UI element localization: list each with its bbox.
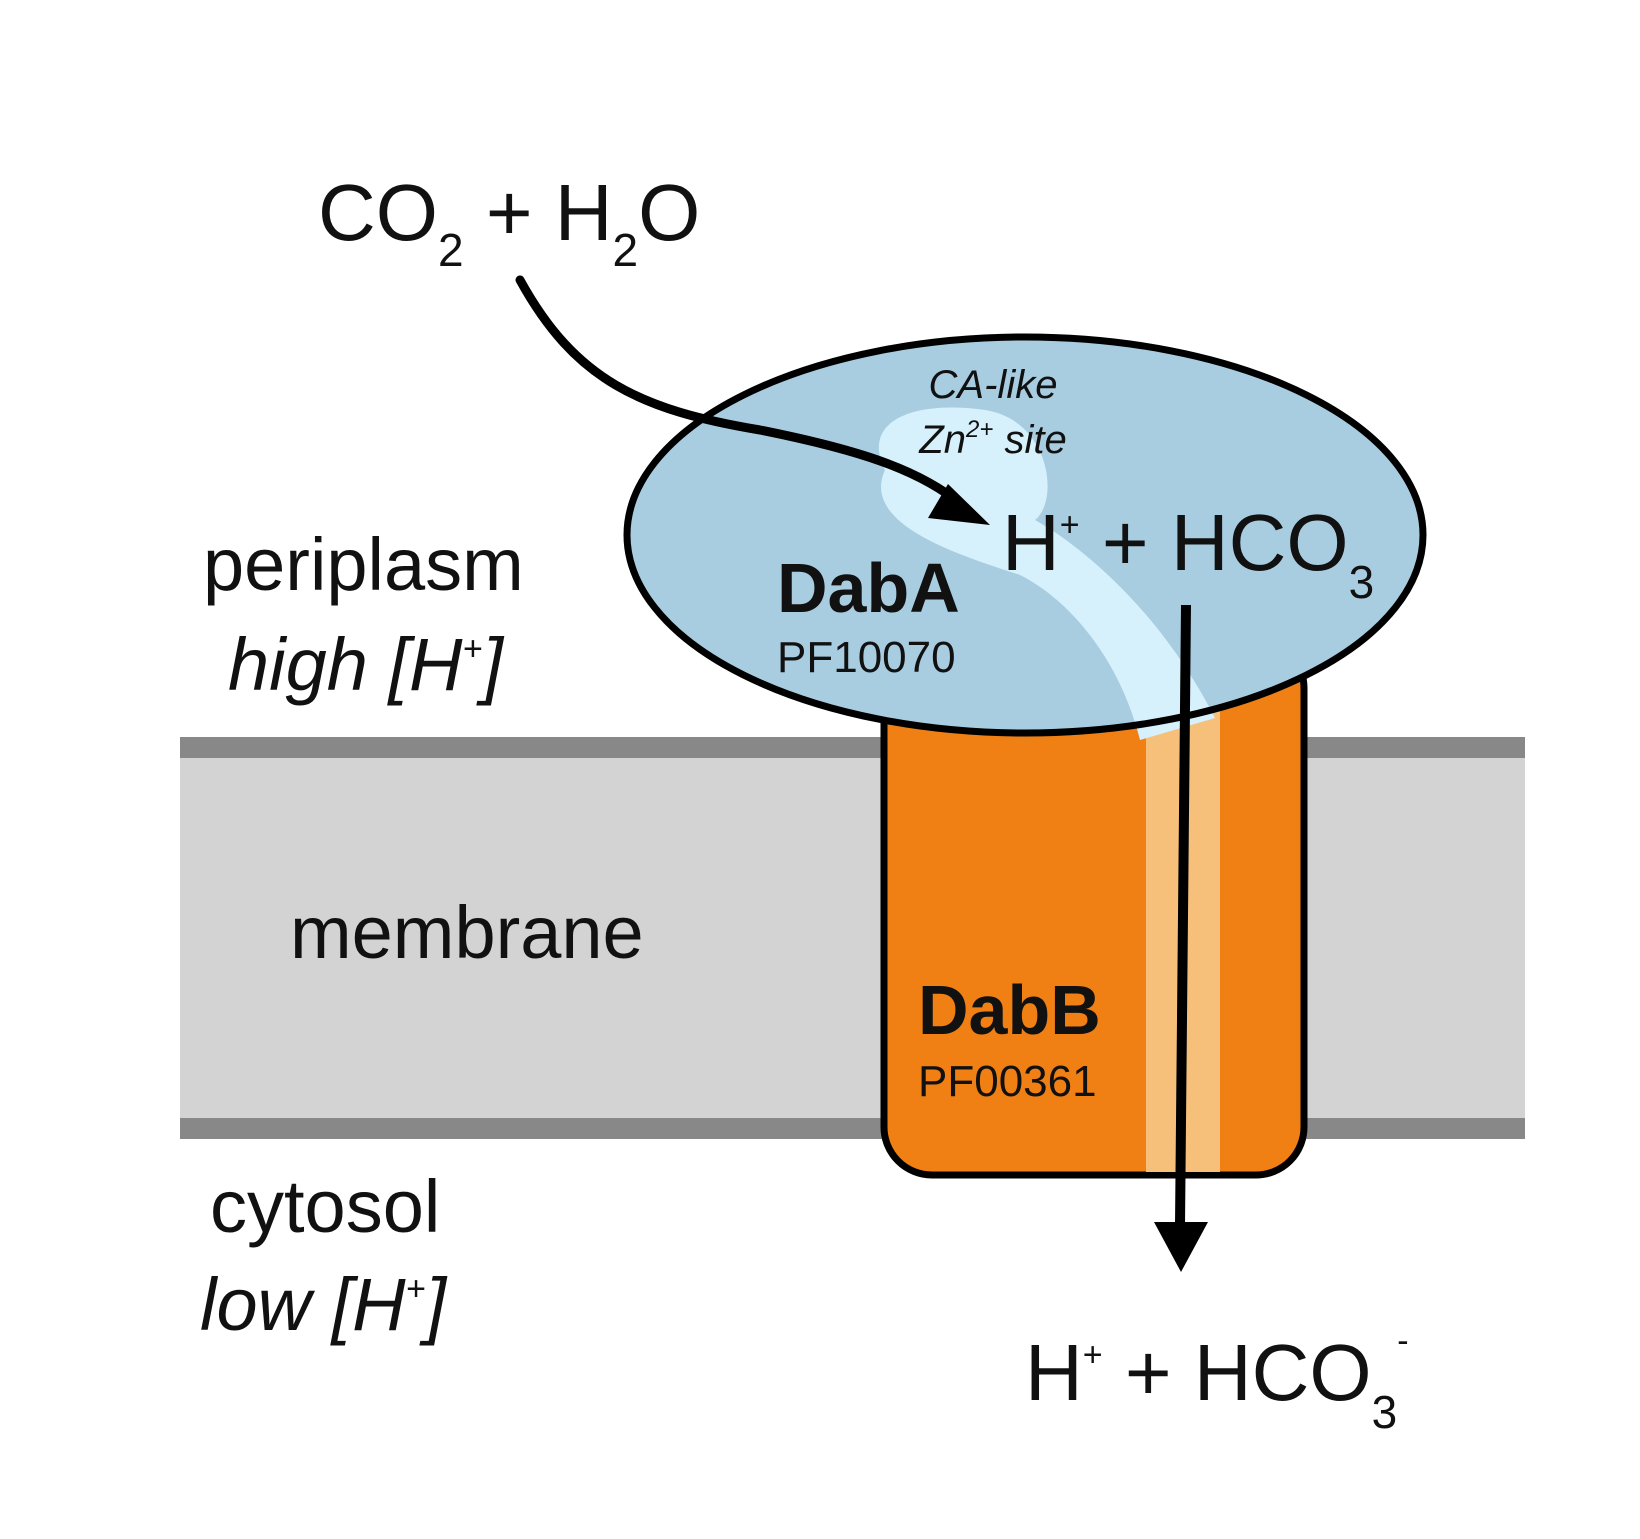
cytosol-condition: low [H+] (200, 1263, 447, 1346)
active-site-line2: Zn2+ site (918, 416, 1066, 462)
exit-arrow-head (1154, 1222, 1208, 1272)
periplasm-condition: high [H+] (228, 623, 504, 706)
membrane-inner-edge (180, 1118, 1525, 1139)
dabb-pfam-id: PF00361 (918, 1057, 1097, 1106)
down-arrow-icon (1154, 604, 1208, 1272)
periplasm-label: periplasm (203, 523, 524, 606)
entry-arrow-shaft (515, 275, 967, 510)
reactants-label: CO2 + H2O (318, 168, 700, 276)
daba-protein (623, 333, 1427, 740)
dabb-name: DabB (918, 971, 1101, 1049)
exit-arrow-shaft (1175, 604, 1191, 1226)
daba-outline (623, 333, 1427, 737)
daba-channel (878, 407, 1215, 740)
daba-name: DabA (777, 549, 960, 627)
active-site-line1: CA-like (929, 363, 1058, 407)
intermediate-label: H+ + HCO3 (1002, 498, 1374, 608)
products-label: H+ + HCO3- (1025, 1322, 1409, 1438)
entry-arrow-head (928, 484, 990, 525)
cytosol-label: cytosol (210, 1165, 440, 1248)
daba-pfam-id: PF10070 (777, 633, 956, 682)
membrane-label: membrane (290, 891, 644, 974)
membrane-outer-edge (180, 737, 1525, 758)
curved-arrow-icon (515, 275, 990, 525)
